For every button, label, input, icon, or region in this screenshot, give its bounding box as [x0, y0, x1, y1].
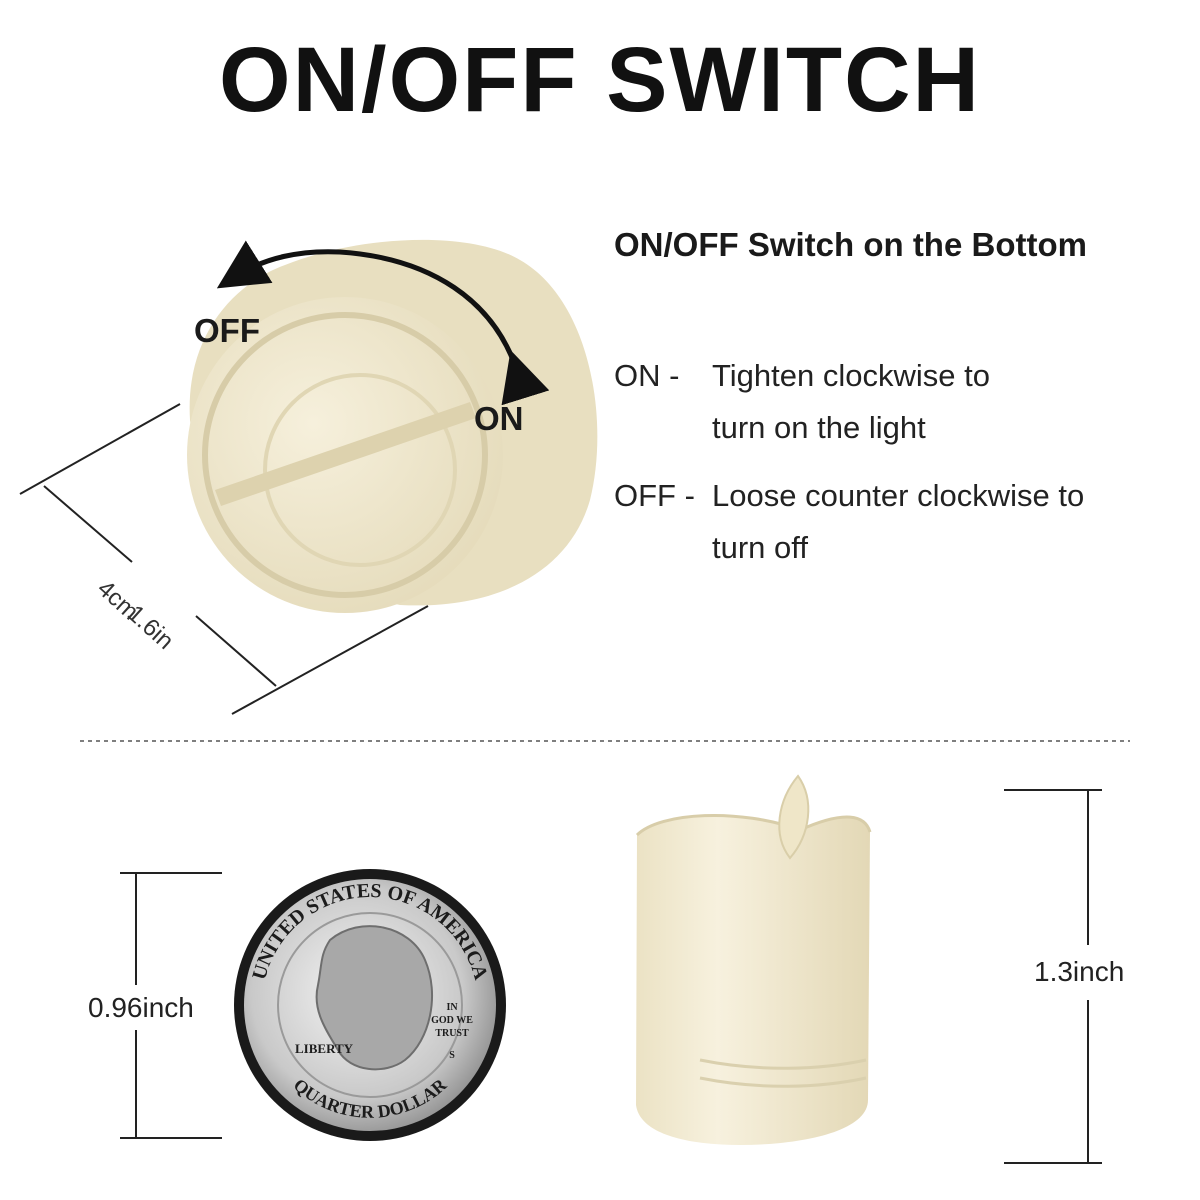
- off-instruction-label: OFF -: [614, 478, 695, 513]
- switch-subtitle: ON/OFF Switch on the Bottom: [614, 226, 1087, 263]
- coin-motto-2: GOD WE: [431, 1015, 473, 1026]
- candle-flame-tip: [778, 774, 810, 860]
- page-title: ON/OFF SWITCH: [219, 29, 981, 131]
- candle-body: [636, 815, 870, 1145]
- switch-bar: [215, 402, 476, 506]
- coin-mint: S: [449, 1050, 455, 1061]
- off-instruction-line-1: Loose counter clockwise to: [712, 478, 1085, 513]
- on-instruction-label: ON -: [614, 358, 680, 393]
- candle-height-dimension: [1004, 789, 1102, 1164]
- coin-height-label: 0.96inch: [88, 992, 194, 1023]
- candle-height-label: 1.3inch: [1034, 956, 1125, 987]
- candle-front-view: [635, 774, 872, 1145]
- washington-portrait: [315, 925, 433, 1071]
- candle-bottom-view: [187, 239, 598, 613]
- diameter-dimension: [19, 403, 429, 715]
- off-rotation-label: OFF: [194, 312, 260, 349]
- coin-motto-1: IN: [446, 1002, 458, 1013]
- rotation-arrow: [216, 240, 550, 406]
- coin-liberty: LIBERTY: [295, 1041, 354, 1056]
- on-instruction-line-1: Tighten clockwise to: [712, 358, 990, 393]
- on-rotation-label: ON: [474, 400, 524, 437]
- off-instruction-line-2: turn off: [712, 530, 808, 565]
- coin-motto-3: TRUST: [435, 1028, 469, 1039]
- on-instruction-line-2: turn on the light: [712, 410, 926, 445]
- coin-height-dimension: [120, 872, 222, 1139]
- quarter-coin: [234, 869, 506, 1141]
